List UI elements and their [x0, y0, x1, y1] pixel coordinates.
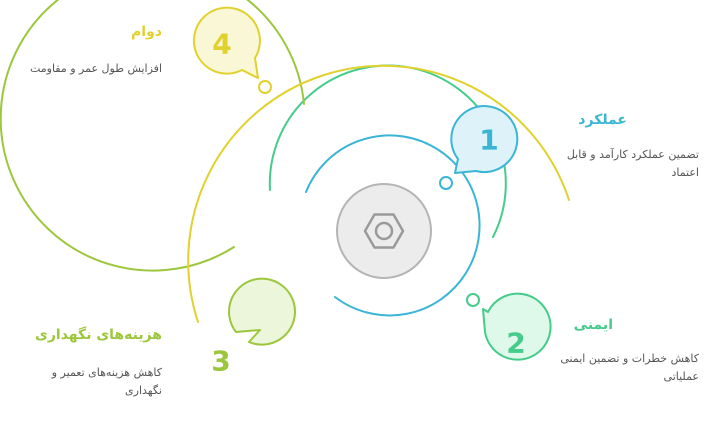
badge-3: 3: [211, 277, 296, 378]
ring-2-dot: [466, 293, 480, 307]
badge-4-number: 4: [212, 28, 231, 61]
ring-3-arc: [0, 0, 305, 272]
ring-4-dot: [258, 80, 272, 94]
badge-1-number: 1: [479, 124, 498, 157]
item-4-title: دوام: [131, 24, 162, 40]
item-1-description: تضمین عملکرد کارآمد و قابل اعتماد: [566, 148, 699, 179]
badge-2: 2: [482, 292, 552, 361]
badge-1: 1: [450, 105, 519, 174]
center-circle: [336, 183, 432, 279]
item-4-description: افزایش طول عمر و مقاومت: [29, 62, 162, 75]
ring-1-arc: [305, 134, 481, 317]
ring-1-dot: [439, 176, 453, 190]
badge-2-number: 2: [506, 327, 525, 360]
badge-3-number: 3: [211, 345, 230, 378]
ring-4-arc: [187, 64, 570, 323]
hexagon-nut-icon: [363, 213, 405, 249]
item-2-description: کاهش خطرات و تضمین ایمنی عملیاتی: [560, 352, 699, 383]
item-3-title: هزینه‌های نگهداری: [35, 327, 162, 343]
item-2-title: ایمنی: [573, 317, 613, 333]
badge-4: 4: [192, 6, 261, 79]
item-1-title: عملکرد: [578, 112, 627, 128]
item-3-description: کاهش هزینه‌های تعمیر و نگهداری: [51, 366, 162, 397]
